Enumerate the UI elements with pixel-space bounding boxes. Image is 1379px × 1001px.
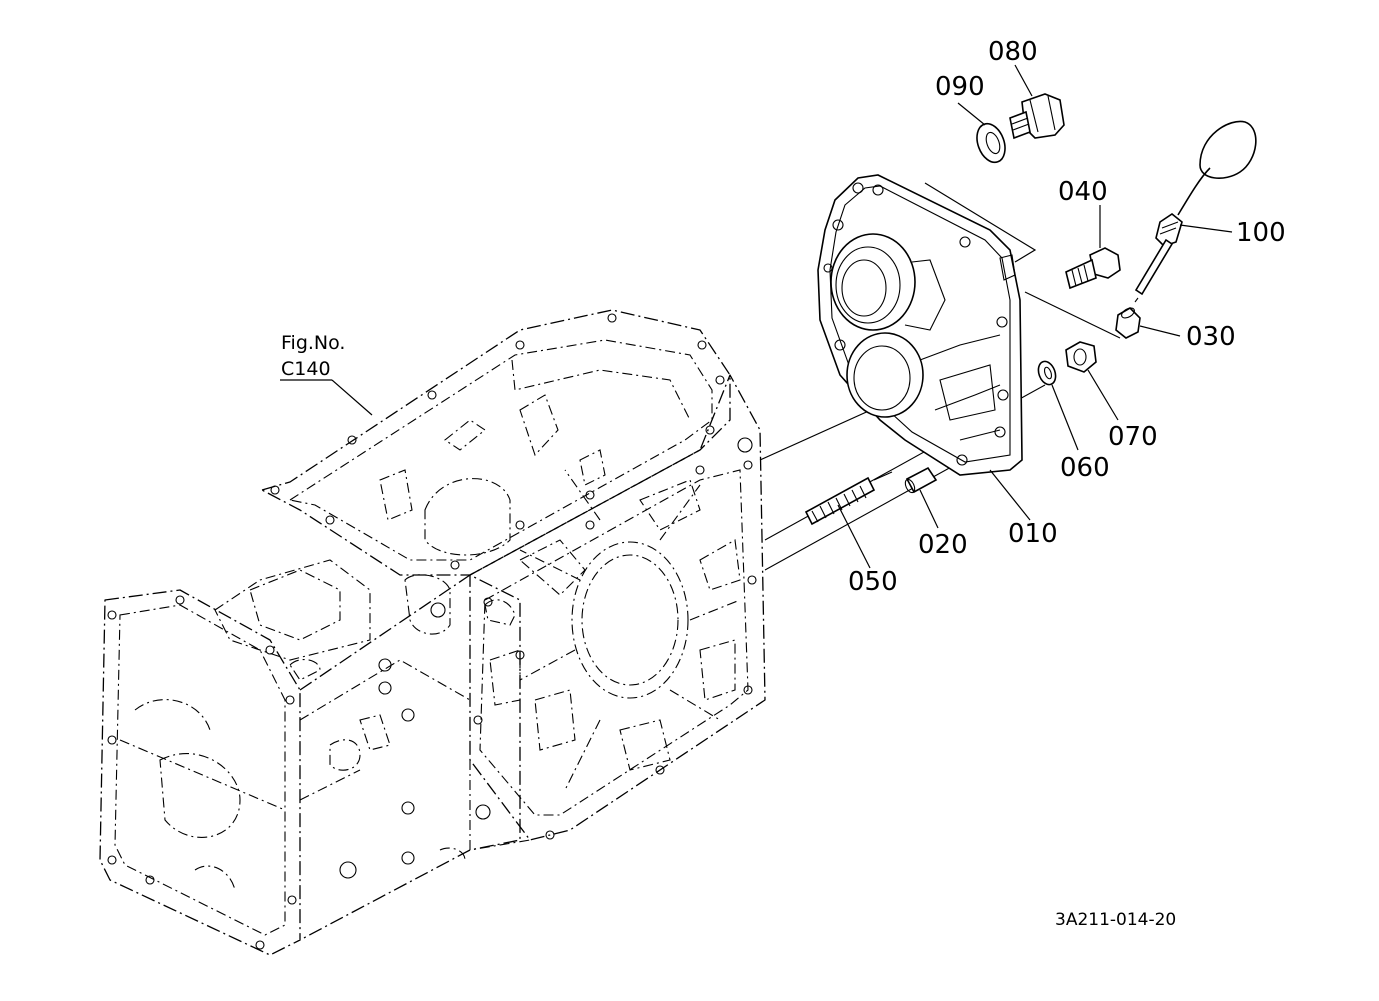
callout-040[interactable]: 040 bbox=[1058, 177, 1108, 207]
callout-100[interactable]: 100 bbox=[1236, 218, 1286, 248]
part-070-nut[interactable] bbox=[1065, 341, 1097, 373]
drawing-code: 3A211-014-20 bbox=[1055, 910, 1176, 930]
transmission-case bbox=[99, 309, 766, 956]
leader-lines bbox=[280, 64, 1233, 569]
part-100-dipstick[interactable] bbox=[1134, 120, 1257, 303]
callout-010[interactable]: 010 bbox=[1008, 519, 1058, 549]
callout-020[interactable]: 020 bbox=[918, 530, 968, 560]
part-060-spring-washer[interactable] bbox=[1035, 359, 1058, 387]
callout-050[interactable]: 050 bbox=[848, 567, 898, 597]
part-080-plug[interactable] bbox=[1009, 93, 1065, 140]
callout-070[interactable]: 070 bbox=[1108, 422, 1158, 452]
part-020-pin[interactable] bbox=[903, 466, 938, 494]
part-050-stud[interactable] bbox=[804, 471, 893, 526]
part-040-bolt[interactable] bbox=[1065, 247, 1121, 290]
part-010-cover[interactable] bbox=[817, 174, 1023, 476]
figure-reference-line1: Fig.No. bbox=[281, 332, 345, 354]
figure-reference[interactable]: Fig.No. C140 bbox=[281, 332, 345, 380]
callout-030[interactable]: 030 bbox=[1186, 322, 1236, 352]
figure-reference-line2: C140 bbox=[281, 358, 331, 380]
callout-090[interactable]: 090 bbox=[935, 72, 985, 102]
part-030-sleeve[interactable] bbox=[1115, 306, 1141, 339]
callout-080[interactable]: 080 bbox=[988, 37, 1038, 67]
callout-060[interactable]: 060 bbox=[1060, 453, 1110, 483]
part-090-washer[interactable] bbox=[972, 120, 1010, 166]
